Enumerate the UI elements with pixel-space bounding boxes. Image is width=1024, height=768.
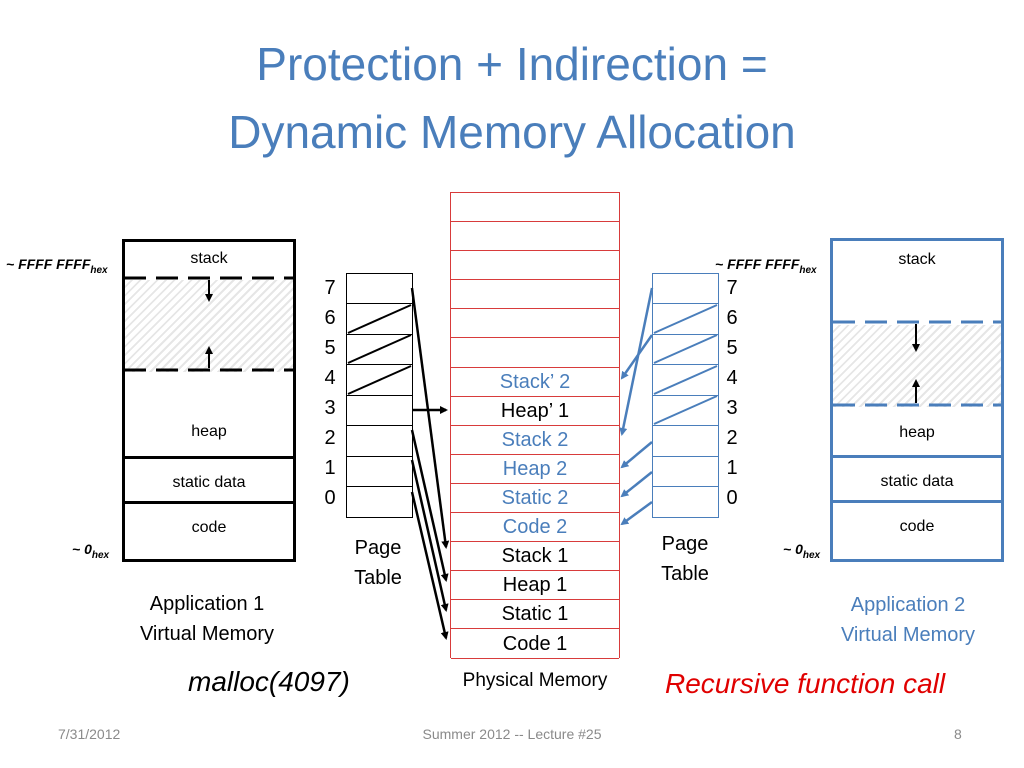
ptr-arrow-0: [620, 500, 653, 526]
page-table-right: [652, 273, 719, 518]
ptl-arrow-7: [410, 287, 450, 549]
page-table-right-label: Page Table: [661, 533, 709, 585]
app1-static-segment: static data: [125, 456, 293, 504]
page-table-left-entry: [347, 366, 412, 396]
page-table-left-index: 3: [324, 397, 336, 419]
page-table-left-entry: [347, 274, 412, 304]
physical-memory-row: [451, 339, 619, 368]
physical-memory-row: Heap 1: [451, 571, 619, 601]
page-table-left-entry: [347, 427, 412, 457]
page-table-left-index: 6: [324, 307, 336, 329]
footer-lecture: Summer 2012 -- Lecture #25: [422, 726, 602, 742]
page-table-left-index: 7: [324, 277, 336, 299]
page-table-right-index: 5: [726, 337, 738, 359]
physical-memory-row: Static 1: [451, 600, 619, 630]
physical-memory-row: Heap 2: [451, 455, 619, 484]
page-table-right-indices: 7 6 5 4 3 2 1 0: [722, 273, 742, 513]
ptl-diagonal-4: [347, 365, 412, 395]
app2-top-address: ~ FFFF FFFFhex: [715, 256, 817, 276]
app1-code-segment: code: [191, 519, 227, 536]
ptr-diagonal-3: [653, 395, 718, 425]
title-line-2: Dynamic Memory Allocation: [228, 106, 796, 158]
physical-memory-row: [451, 251, 619, 281]
app1-top-address: ~ FFFF FFFFhex: [6, 256, 108, 276]
page-table-left-entry: [347, 305, 412, 335]
app2-bottom-address: ~ 0hex: [783, 541, 821, 561]
page-table-right-index: 7: [726, 277, 738, 299]
app1-caption: Application 1 Virtual Memory: [139, 593, 275, 645]
ptl-arrow-0: [410, 491, 449, 640]
page-table-right-entry: [653, 427, 718, 457]
page-table-right-entry: [653, 396, 718, 426]
page-table-right-index: 6: [726, 307, 738, 329]
ptr-diagonal-4: [653, 365, 718, 395]
page-table-right-index: 0: [726, 487, 738, 509]
page-table-right-entry: [653, 457, 718, 487]
app2-caption: Application 2 Virtual Memory: [840, 594, 976, 646]
page-table-right-index: 3: [726, 397, 738, 419]
physical-memory-row: Stack 2: [451, 426, 619, 455]
physical-memory-row: Code 2: [451, 513, 619, 543]
physical-memory-row: [451, 193, 619, 222]
app2-stack-segment: stack: [898, 251, 936, 268]
page-table-left-index: 1: [324, 457, 336, 479]
ptr-arrow-2: [620, 441, 653, 469]
page-table-left-index: 0: [324, 487, 336, 509]
footer-date: 7/31/2012: [58, 726, 121, 742]
app2-code-segment: code: [899, 518, 935, 535]
ptr-arrow-1: [620, 471, 653, 498]
page-table-right-index: 4: [726, 367, 738, 389]
app1-bottom-address: ~ 0hex: [72, 541, 110, 561]
page-table-left-entry: [347, 396, 412, 426]
page-table-left-indices: 7 6 5 4 3 2 1 0: [320, 273, 340, 513]
app2-static-segment: static data: [833, 455, 1001, 503]
app1-stack-segment: stack: [190, 250, 228, 267]
page-table-right-entry: [653, 366, 718, 396]
ptr-diagonal-6: [653, 304, 718, 334]
ptl-diagonal-6: [347, 304, 412, 334]
physical-memory-row: [451, 280, 619, 310]
page-table-left: [346, 273, 413, 518]
page-table-left-entry: [347, 457, 412, 487]
ptr-arrow-6: [620, 334, 654, 380]
page-table-left-index: 2: [324, 427, 336, 449]
physical-memory-row: [451, 309, 619, 339]
ptl-arrow-2: [410, 429, 449, 582]
physical-memory-row: Code 1: [451, 630, 619, 659]
footer-page-number: 8: [954, 726, 962, 742]
page-table-right-index: 2: [726, 427, 738, 449]
physical-memory-row: Static 2: [451, 484, 619, 513]
ptl-diagonal-5: [347, 334, 412, 364]
page-table-right-entry: [653, 335, 718, 365]
ptl-arrow-1: [410, 459, 449, 612]
page-table-left-index: 4: [324, 367, 336, 389]
physical-memory-row: Stack’ 2: [451, 368, 619, 397]
page-table-right-entry: [653, 305, 718, 335]
title-line-1: Protection + Indirection =: [256, 38, 768, 90]
app2-heap-segment: heap: [899, 424, 935, 441]
page-table-left-entry: [347, 335, 412, 365]
ptr-arrow-7: [619, 287, 654, 436]
physical-memory-caption: Physical Memory: [462, 670, 608, 691]
page-table-right-index: 1: [726, 457, 738, 479]
app1-heap-segment: heap: [191, 423, 227, 440]
page-table-left-label: Page Table: [354, 537, 402, 589]
recursive-call-annotation: Recursive function call: [665, 668, 946, 699]
ptr-diagonal-5: [653, 334, 718, 364]
page-table-left-index: 5: [324, 337, 336, 359]
physical-memory-row: Heap’ 1: [451, 397, 619, 426]
physical-memory-row: Stack 1: [451, 542, 619, 572]
malloc-annotation: malloc(4097): [188, 666, 350, 697]
physical-memory-row: [451, 222, 619, 252]
page-table-right-entry: [653, 274, 718, 304]
